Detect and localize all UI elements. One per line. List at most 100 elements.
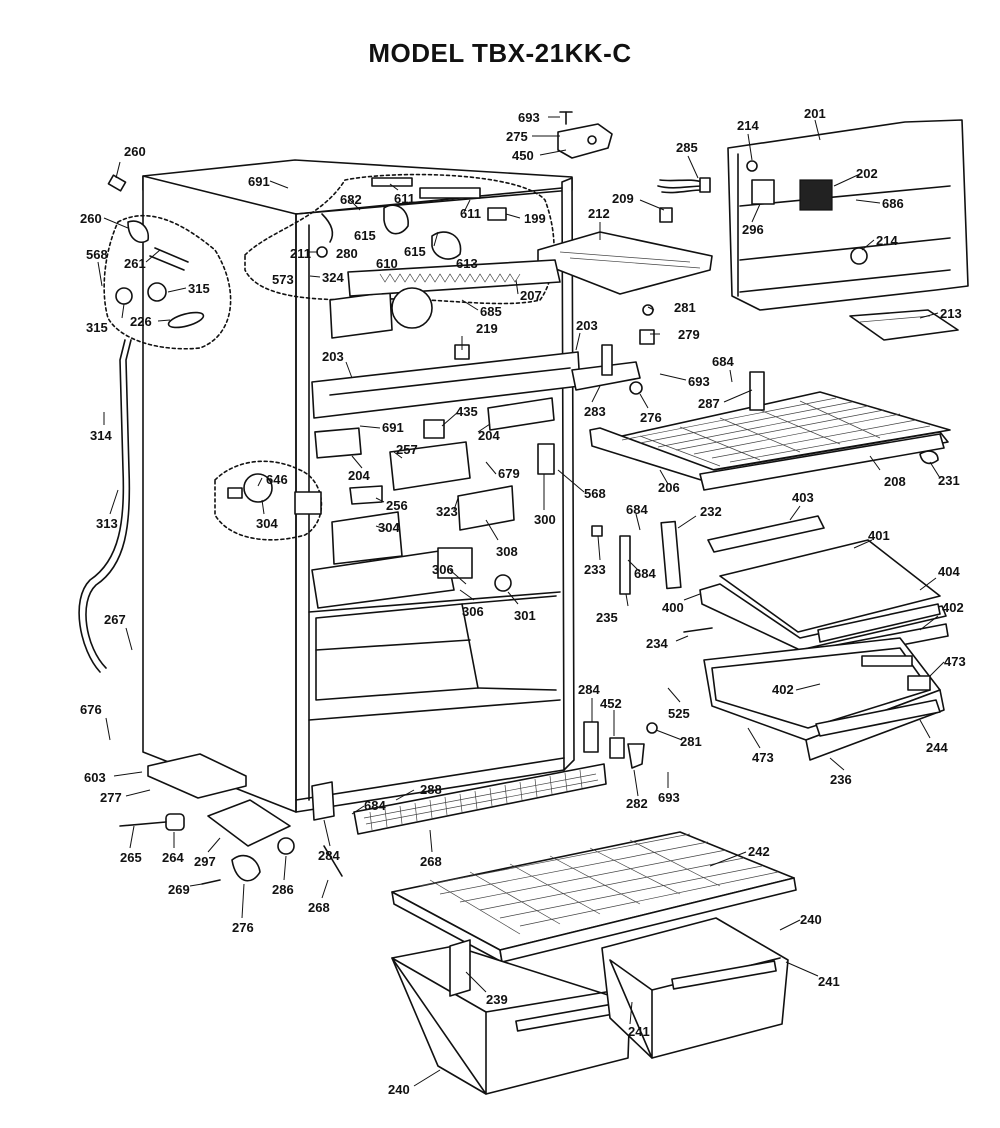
callout-233: 233 <box>584 562 606 577</box>
callout-213: 213 <box>940 306 962 321</box>
door-hinge-283 <box>571 304 655 395</box>
callout-219: 219 <box>476 321 498 336</box>
callout-284: 284 <box>578 682 600 697</box>
callout-693-c: 693 <box>658 790 680 805</box>
callout-241: 241 <box>818 974 840 989</box>
callout-279: 279 <box>678 327 700 342</box>
callout-202: 202 <box>856 166 878 181</box>
callout-611-b: 611 <box>460 206 481 221</box>
callout-214-b: 214 <box>876 233 898 248</box>
callout-573: 573 <box>272 272 294 287</box>
callout-264: 264 <box>162 850 184 865</box>
callout-268-b: 268 <box>308 900 330 915</box>
callout-315: 315 <box>188 281 210 296</box>
callout-685: 685 <box>480 304 502 319</box>
callout-615-b: 615 <box>404 244 426 259</box>
callout-473-b: 473 <box>752 750 774 765</box>
callout-204: 204 <box>478 428 500 443</box>
callout-525: 525 <box>668 706 690 721</box>
temperature-controls <box>227 397 555 609</box>
callout-615: 615 <box>354 228 376 243</box>
callout-324: 324 <box>322 270 344 285</box>
crisper-drawers <box>391 917 789 1095</box>
wire-shelf-206 <box>589 371 951 491</box>
callout-306: 306 <box>432 562 454 577</box>
leveling-and-roller-parts <box>119 753 343 885</box>
callout-691: 691 <box>248 174 270 189</box>
callout-257: 257 <box>396 442 418 457</box>
callout-268: 268 <box>420 854 442 869</box>
callout-646: 646 <box>266 472 288 487</box>
callout-214: 214 <box>737 118 759 133</box>
callout-693: 693 <box>518 110 540 125</box>
callout-209: 209 <box>612 191 634 206</box>
callout-283: 283 <box>584 404 606 419</box>
callout-603: 603 <box>84 770 106 785</box>
callout-285: 285 <box>676 140 698 155</box>
callout-610: 610 <box>376 256 398 271</box>
callout-404: 404 <box>938 564 960 579</box>
callout-300: 300 <box>534 512 556 527</box>
callout-277: 277 <box>100 790 122 805</box>
callout-212: 212 <box>588 206 610 221</box>
meat-pan-236 <box>703 637 945 761</box>
callout-682: 682 <box>340 192 362 207</box>
callout-402: 402 <box>942 600 964 615</box>
callout-676: 676 <box>80 702 102 717</box>
callout-203-b: 203 <box>322 349 344 364</box>
callout-240: 240 <box>800 912 822 927</box>
callout-314: 314 <box>90 428 112 443</box>
crisper-cover <box>391 831 797 963</box>
callout-281: 281 <box>674 300 696 315</box>
leader-lines <box>97 116 945 1087</box>
callout-201: 201 <box>804 106 826 121</box>
callout-691-b: 691 <box>382 420 404 435</box>
callout-labels: 693 275 450 285 214 201 202 686 296 214 … <box>80 106 966 1097</box>
callout-402-b: 402 <box>772 682 794 697</box>
diagram-title: MODEL TBX-21KK-C <box>368 38 632 68</box>
callout-684: 684 <box>712 354 734 369</box>
callout-684-b: 684 <box>626 502 648 517</box>
bottom-hinge-parts <box>583 721 658 769</box>
callout-473: 473 <box>944 654 966 669</box>
callout-244: 244 <box>926 740 948 755</box>
callout-297: 297 <box>194 854 216 869</box>
callout-288: 288 <box>420 782 442 797</box>
callout-207: 207 <box>520 288 542 303</box>
callout-234: 234 <box>646 636 668 651</box>
evaporator-fan-assembly <box>316 177 561 339</box>
callout-280: 280 <box>336 246 358 261</box>
callout-236: 236 <box>830 772 852 787</box>
callout-242: 242 <box>748 844 770 859</box>
callout-611: 611 <box>394 191 415 206</box>
callout-684-d: 684 <box>364 798 386 813</box>
callout-693-b: 693 <box>688 374 710 389</box>
callout-206: 206 <box>658 480 680 495</box>
callout-256: 256 <box>386 498 408 513</box>
callout-276-b: 276 <box>232 920 254 935</box>
callout-203: 203 <box>576 318 598 333</box>
callout-400: 400 <box>662 600 684 615</box>
callout-568: 568 <box>86 247 108 262</box>
callout-684-c: 684 <box>634 566 656 581</box>
callout-686: 686 <box>882 196 904 211</box>
callout-269: 269 <box>168 882 190 897</box>
callout-260-b: 260 <box>80 211 102 226</box>
callout-199: 199 <box>524 211 546 226</box>
callout-240-b: 240 <box>388 1082 410 1097</box>
callout-282: 282 <box>626 796 648 811</box>
drain-parts <box>78 174 205 673</box>
callout-401: 401 <box>868 528 890 543</box>
callout-276: 276 <box>640 410 662 425</box>
callout-265: 265 <box>120 850 142 865</box>
callout-435: 435 <box>456 404 478 419</box>
callout-226: 226 <box>130 314 152 329</box>
refrigerator-cabinet <box>142 159 575 813</box>
callout-235: 235 <box>596 610 618 625</box>
callout-267: 267 <box>104 612 126 627</box>
rail-213 <box>849 309 959 341</box>
callout-308: 308 <box>496 544 518 559</box>
callout-315-b: 315 <box>86 320 108 335</box>
callout-679: 679 <box>498 466 520 481</box>
